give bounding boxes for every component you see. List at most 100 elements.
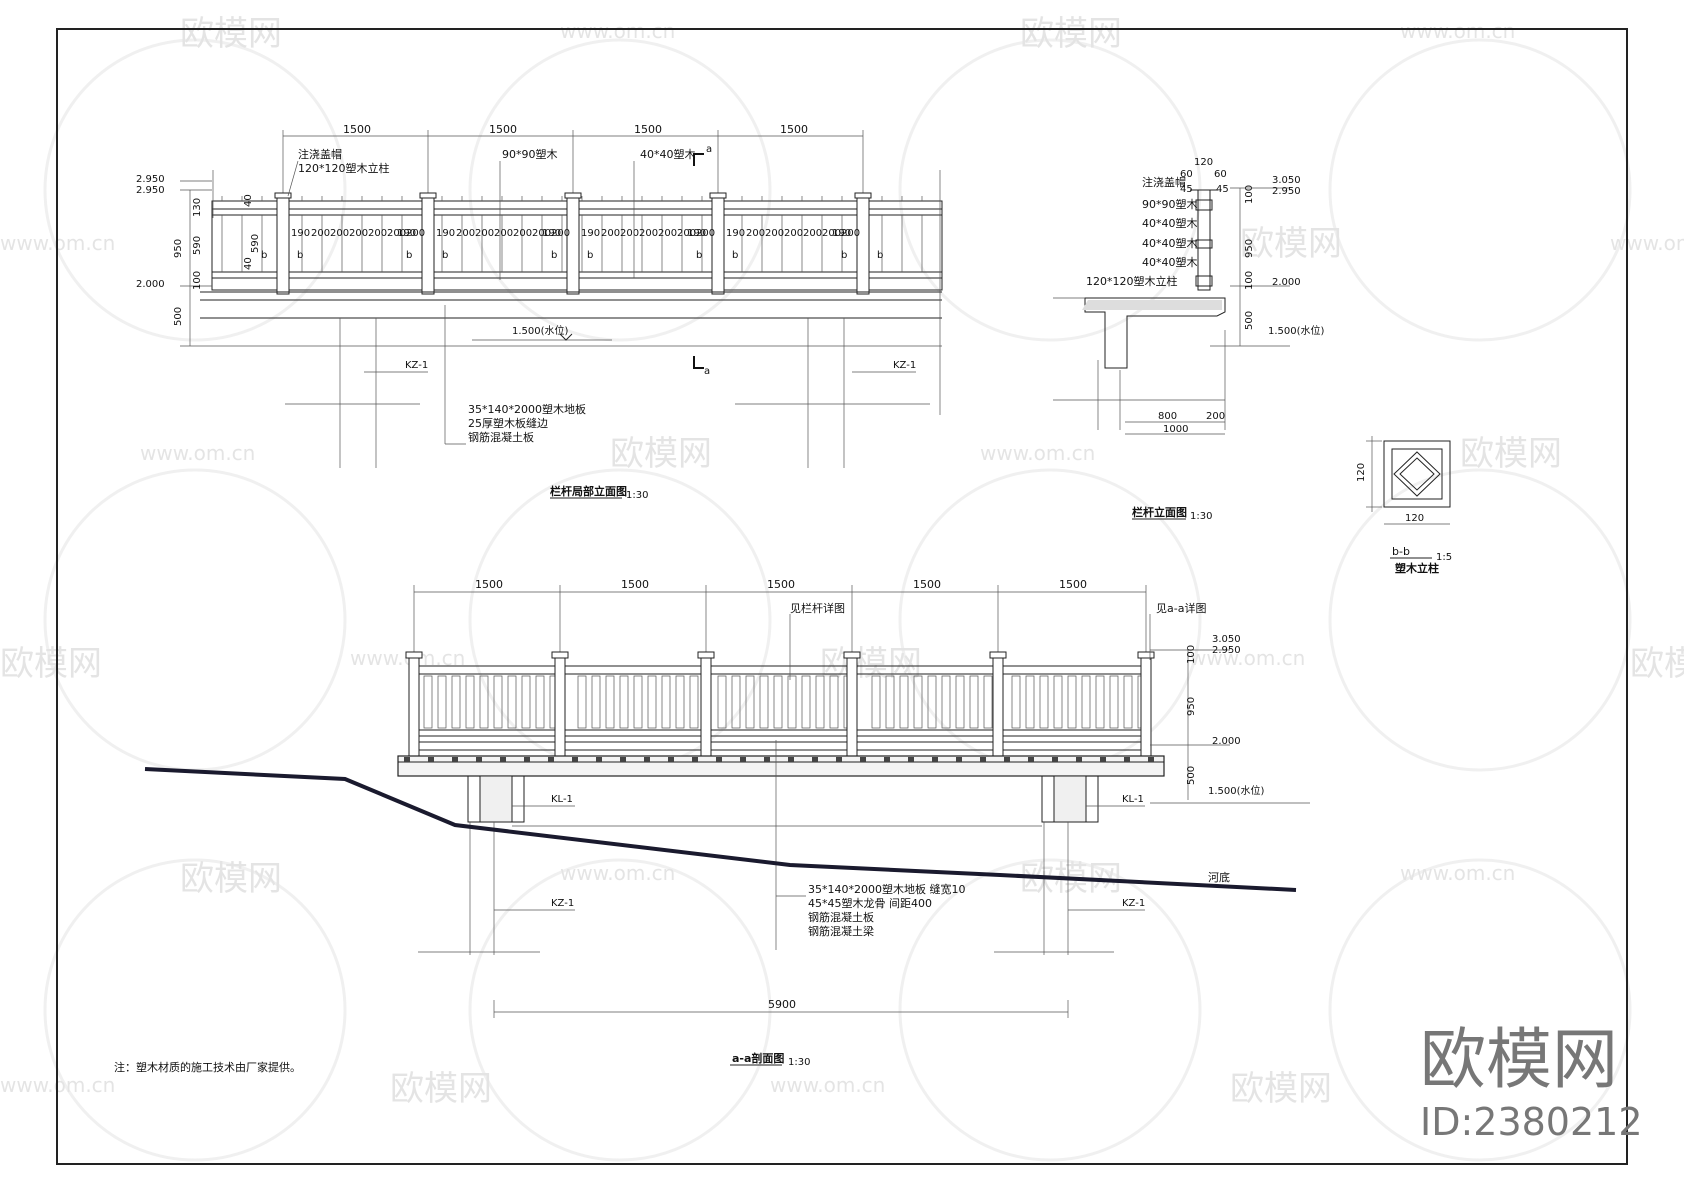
spacing-label: 200 <box>746 228 765 239</box>
dim-120: 120 <box>1405 513 1424 524</box>
baluster <box>969 675 979 729</box>
joist <box>884 757 890 762</box>
joist <box>428 757 434 762</box>
spacing-label: 200 <box>658 228 677 239</box>
spacing-label: 200 <box>551 228 570 239</box>
joist <box>932 757 938 762</box>
side-title: 栏杆立面图 <box>1132 505 1187 519</box>
spacing-label: 200 <box>784 228 803 239</box>
baluster <box>885 675 895 729</box>
spacing-label: 200 <box>696 228 715 239</box>
dim-500: 500 <box>1186 766 1197 785</box>
elevation-scale: 1:30 <box>626 490 648 501</box>
dim-45: 45 <box>1216 184 1229 195</box>
joist <box>668 757 674 762</box>
joist <box>524 757 530 762</box>
riverbed-line <box>144 767 1297 892</box>
spacing-label: 200 <box>620 228 639 239</box>
railing-post <box>554 655 566 757</box>
joist <box>620 757 626 762</box>
joist <box>1028 757 1034 762</box>
dim-100: 100 <box>1244 271 1255 290</box>
post-cap <box>274 192 292 199</box>
construction-note: 注：塑木材质的施工技术由厂家提供。 <box>114 1060 301 1074</box>
spacing-label: 200 <box>475 228 494 239</box>
baluster <box>815 675 825 729</box>
joist <box>716 757 722 762</box>
railing-post <box>1140 655 1152 757</box>
joist <box>692 757 698 762</box>
joist <box>476 757 482 762</box>
joist <box>1076 757 1082 762</box>
spacing-label: 200 <box>368 228 387 239</box>
joist <box>860 757 866 762</box>
baluster <box>577 675 587 729</box>
baluster <box>661 675 671 729</box>
dim-200: 200 <box>1206 411 1225 422</box>
spacing-label: 200 <box>387 228 406 239</box>
bridge-section: 1500 1500 1500 1500 1500 河底 <box>144 578 1310 1068</box>
baluster <box>1053 675 1063 729</box>
baluster <box>773 675 783 729</box>
baluster <box>507 675 517 729</box>
label-see-rail: 见栏杆详图 <box>790 601 845 615</box>
watermark-logo-text: 欧模网 <box>1420 1021 1618 1098</box>
spacing-label: 200 <box>803 228 822 239</box>
baluster <box>1109 675 1119 729</box>
post-cap <box>419 192 437 199</box>
baluster <box>927 675 937 729</box>
cut-mark-b: b <box>696 250 702 261</box>
dim-5900: 5900 <box>768 998 796 1011</box>
joist <box>740 757 746 762</box>
baluster <box>423 675 433 729</box>
watermark-brand: 欧模网 <box>1460 434 1562 474</box>
water-level: 1.500(水位) <box>1208 784 1265 797</box>
dim-590: 590 <box>250 234 261 253</box>
baluster <box>1067 675 1077 729</box>
kz-label: KZ-1 <box>551 898 574 909</box>
watermark-url: www.om.cn <box>1400 861 1515 885</box>
side-label-rail40: 40*40塑木 <box>1142 236 1198 250</box>
dim-590: 590 <box>192 236 203 255</box>
label-rail-90: 90*90塑木 <box>502 147 558 161</box>
label-cap: 注浇盖帽 <box>298 147 342 161</box>
baluster <box>465 675 475 729</box>
baluster <box>1081 675 1091 729</box>
level-2950: 2.950 <box>1212 645 1241 656</box>
spacing-label: 200 <box>639 228 658 239</box>
dim-950: 950 <box>1186 697 1197 716</box>
spacing-label: 200 <box>532 228 551 239</box>
railing-post <box>408 655 420 757</box>
spacing-label: 200 <box>677 228 696 239</box>
level-2000: 2.000 <box>1272 277 1301 288</box>
spacing-label: 200 <box>513 228 532 239</box>
elevation-title: 栏杆局部立面图 <box>550 484 627 498</box>
water-level: 1.500(水位) <box>512 324 569 337</box>
baluster <box>437 675 447 729</box>
railing-post <box>421 195 435 295</box>
dim-120: 120 <box>1356 463 1367 482</box>
label-edge: 25厚塑木板缝边 <box>468 416 548 430</box>
watermark-layer: 欧模网 欧模网 欧模网 欧模网 欧模网 欧模网 欧模网 欧模网 欧模网 欧模网 … <box>0 14 1684 1162</box>
level-3050: 3.050 <box>1272 175 1301 186</box>
side-label-cap: 注浇盖帽 <box>1142 175 1186 189</box>
joist <box>500 757 506 762</box>
kz-label: KZ-1 <box>405 360 428 371</box>
label-deck: 35*140*2000塑木地板 <box>468 402 586 416</box>
baluster <box>675 675 685 729</box>
baluster <box>829 675 839 729</box>
baluster <box>955 675 965 729</box>
spacing-label: 190 <box>726 228 745 239</box>
level-2950: 2.950 <box>1272 186 1301 197</box>
railing-post <box>700 655 712 757</box>
baluster <box>1025 675 1035 729</box>
level-2950: 2.950 <box>136 185 165 196</box>
joist <box>980 757 986 762</box>
dim-45: 45 <box>1180 184 1193 195</box>
riverbed-label: 河底 <box>1208 870 1230 884</box>
dim-1500: 1500 <box>913 578 941 591</box>
dim-500: 500 <box>173 307 184 326</box>
side-label-rail40: 40*40塑木 <box>1142 255 1198 269</box>
baluster <box>899 675 909 729</box>
baluster <box>1039 675 1049 729</box>
